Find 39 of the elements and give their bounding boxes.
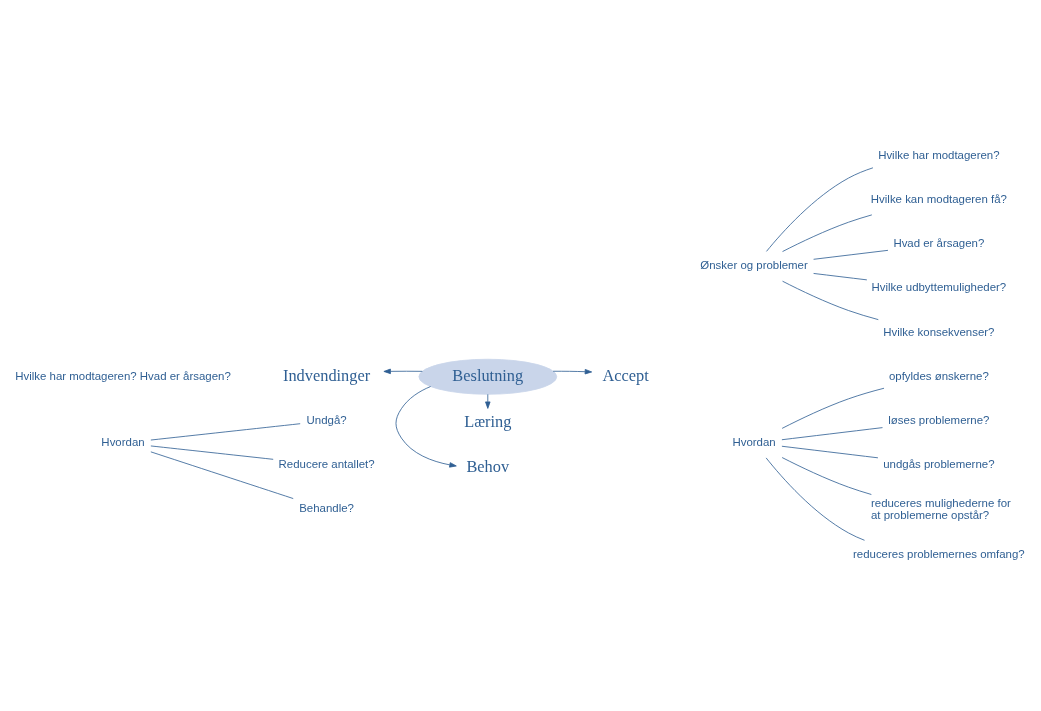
node-text: reduceres mulighederne for at problemerne opstår? — [870, 496, 1011, 522]
connector — [781, 445, 879, 459]
node-text: opfyldes ønskerne? — [888, 369, 989, 382]
arrow — [383, 368, 423, 375]
node-text: Reducere antallet? — [278, 458, 375, 471]
connector — [781, 457, 872, 495]
arrow — [485, 393, 491, 409]
node-text: Hvordan — [732, 436, 776, 449]
connector — [150, 423, 301, 441]
label: Hvilke har modtageren? Hvad er årsagen? — [15, 369, 231, 382]
connector — [813, 273, 868, 281]
node-text: Hvad er årsagen? — [893, 237, 985, 250]
node-text: Hvilke udbyttemuligheder? — [871, 281, 1007, 294]
node-text: Behov — [466, 456, 510, 476]
node-text: løses problemerne? — [888, 413, 990, 426]
node-text: Hvilke konsekvenser? — [883, 325, 995, 338]
node-text: Behandle? — [299, 502, 354, 515]
connector — [766, 167, 874, 252]
connector — [781, 387, 885, 429]
connector — [150, 445, 274, 460]
connector — [813, 249, 889, 260]
node-text: Hvilke kan modtageren få? — [870, 193, 1007, 206]
node-text: undgås problemerne? — [883, 458, 995, 471]
node-text: Hvilke har modtageren? — [878, 149, 1000, 162]
node-text: Indvendinger — [283, 365, 371, 385]
connector — [781, 427, 883, 441]
node-text: Undgå? — [306, 413, 347, 426]
node-ellipse: Beslutning — [418, 358, 558, 395]
node-text: Ønsker og problemer — [700, 259, 808, 272]
connector — [782, 214, 873, 252]
node-text: Læring — [464, 412, 512, 432]
connector — [782, 280, 879, 321]
node-text: reduceres problemernes omfang? — [853, 548, 1025, 561]
node-text: Hvordan — [101, 436, 145, 449]
connector — [765, 457, 865, 541]
node-text: Accept — [602, 365, 649, 385]
connector — [150, 451, 294, 499]
arrow — [552, 369, 593, 375]
arrow — [395, 386, 457, 468]
